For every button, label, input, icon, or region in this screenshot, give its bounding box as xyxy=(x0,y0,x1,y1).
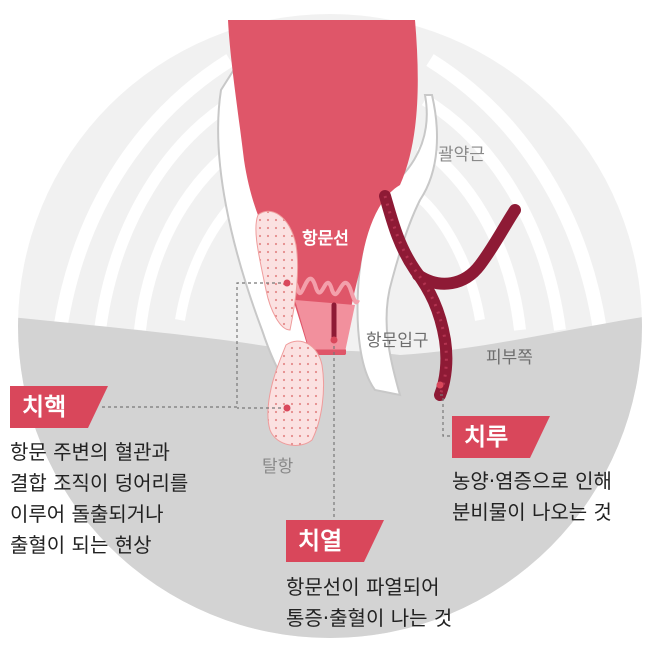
hemorrhoid-line: 결합 조직이 덩어리를 xyxy=(10,471,189,495)
fissure-description: 항문선이 파열되어 통증·출혈이 나는 것 xyxy=(286,572,452,634)
hemorrhoid-line: 이루어 돌출되거나 xyxy=(10,502,164,526)
fissure-line: 통증·출혈이 나는 것 xyxy=(286,606,453,630)
rectum xyxy=(228,20,418,355)
hemorrhoid-description: 항문 주변의 혈관과 결합 조직이 덩어리를 이루어 돌출되거나 출혈이 되는 … xyxy=(10,437,188,561)
label-skin-side: 피부쪽 xyxy=(486,348,533,368)
hemorrhoid-line: 출혈이 되는 현상 xyxy=(10,533,152,557)
hemorrhoid-tag: 치핵 xyxy=(10,386,108,428)
fissure-title: 치열 xyxy=(298,527,343,555)
label-anal-line: 항문선 xyxy=(302,229,349,249)
leader-lines xyxy=(100,282,455,520)
internal-hemorrhoid xyxy=(255,210,299,331)
fistula-description: 농양·염증으로 인해 분비물이 나오는 것 xyxy=(452,466,612,528)
fistula-title: 치루 xyxy=(464,423,509,451)
label-prolapse: 탈항 xyxy=(262,457,294,477)
label-anal-entrance: 항문입구 xyxy=(366,331,429,351)
hemorrhoid-title: 치핵 xyxy=(22,393,67,421)
hemorrhoid-line: 항문 주변의 혈관과 xyxy=(10,440,170,464)
external-prolapse xyxy=(267,340,325,446)
fissure-tag: 치열 xyxy=(286,520,384,562)
fistula-line: 농양·염증으로 인해 xyxy=(452,469,612,493)
fissure-line: 항문선이 파열되어 xyxy=(286,575,440,599)
label-sphincter: 괄약근 xyxy=(438,145,485,165)
anal-line-crypts xyxy=(280,276,360,305)
fistula-tag: 치루 xyxy=(452,416,550,458)
fistula-line: 분비물이 나오는 것 xyxy=(452,500,612,524)
